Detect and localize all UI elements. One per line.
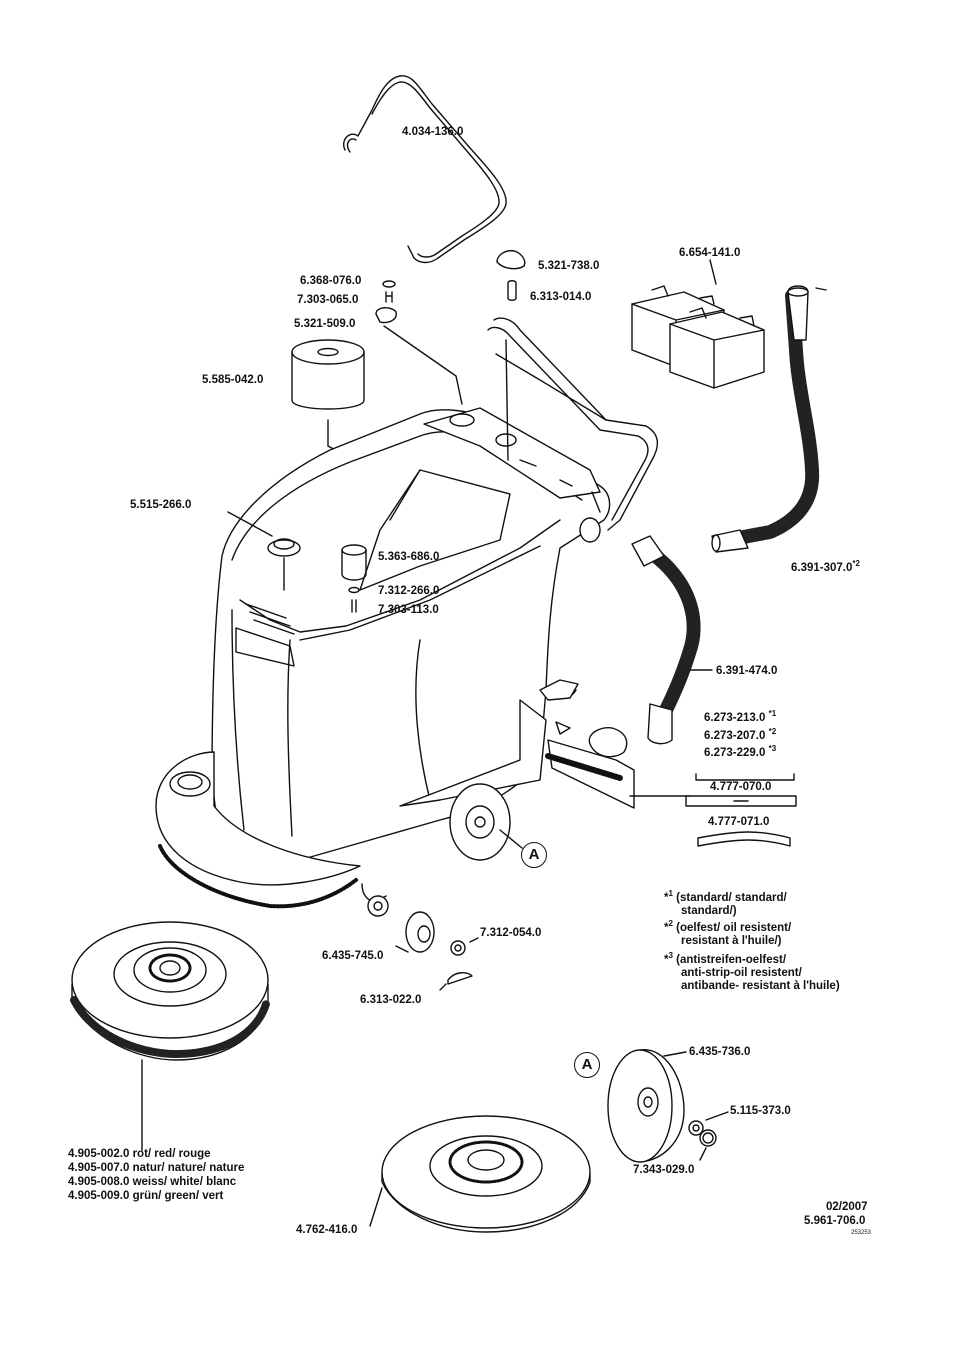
label-wheel-ring: 7.343-029.0 [633, 1164, 695, 1176]
label-caster-wheel: 6.435-745.0 [322, 950, 384, 962]
handle-bar [344, 76, 506, 263]
label-pad-driver: 4.762-416.0 [296, 1224, 358, 1236]
footer-date: 02/2007 [826, 1201, 868, 1213]
footer-drawing-id: 253253 [851, 1230, 872, 1236]
main-wheel [640, 1050, 684, 1162]
brush-variant-green: 4.905-009.0 grün/ green/ vert [68, 1190, 224, 1202]
brush-variant-nature: 4.905-007.0 natur/ nature/ nature [68, 1162, 245, 1174]
footnote-1: *1 (standard/ standard/ standard/) [664, 889, 787, 917]
label-clamp: 5.321-509.0 [294, 318, 356, 330]
footnote-2: *2 (oelfest/ oil resistent/ resistant à … [664, 919, 792, 947]
pad-driver [382, 1116, 590, 1228]
label-blade-rear: 4.777-071.0 [708, 816, 770, 828]
label-blade-front: 4.777-070.0 [710, 781, 772, 793]
label-screw-small: 7.303-065.0 [297, 294, 359, 306]
label-filler-cap: 5.515-266.0 [130, 499, 192, 511]
label-battery: 6.654-141.0 [679, 247, 741, 259]
battery-2 [670, 312, 764, 388]
label-washer: 7.312-266.0 [378, 585, 440, 597]
callout-a-machine: A [521, 842, 547, 868]
label-screw: 7.303-113.0 [378, 604, 439, 616]
label-wheel-washer: 5.115-373.0 [730, 1105, 791, 1117]
callout-a-wheel: A [574, 1052, 600, 1078]
label-suction-hose-2: 6.391-474.0 [716, 665, 778, 677]
brush-variant-red: 4.905-002.0 rot/ red/ rouge [68, 1148, 211, 1160]
label-suction-hose-1: 6.391-307.0*2 [791, 559, 860, 574]
label-handle-bar: 4.034-136.0 [402, 126, 464, 138]
label-clip: 6.313-022.0 [360, 994, 422, 1006]
suction-hose-1 [738, 296, 812, 538]
label-knob: 5.321-738.0 [538, 260, 600, 272]
label-sponge: 5.585-042.0 [202, 374, 264, 386]
label-squeegee-antistrip: 6.273-229.0 *3 [704, 744, 777, 759]
brush-variant-white: 4.905-008.0 weiss/ white/ blanc [68, 1176, 237, 1188]
label-cap: 5.363-686.0 [378, 551, 440, 563]
footnote-3: *3 (antistreifen-oelfest/ anti-strip-oil… [664, 951, 840, 992]
label-shaft: 6.313-014.0 [530, 291, 592, 303]
label-main-wheel: 6.435-736.0 [689, 1046, 751, 1058]
label-caster-washer: 7.312-054.0 [480, 927, 542, 939]
suction-hose-2 [650, 552, 694, 714]
label-plug: 6.368-076.0 [300, 275, 362, 287]
label-squeegee-oil: 6.273-207.0 *2 [704, 727, 777, 742]
label-squeegee-std: 6.273-213.0 *1 [704, 709, 777, 724]
footer-doc-number: 5.961-706.0 [804, 1215, 866, 1227]
